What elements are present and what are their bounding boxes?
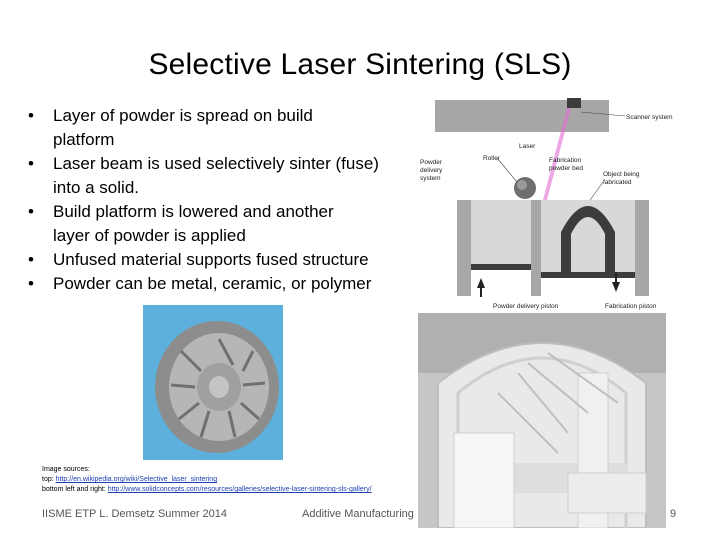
bullet-list: • Layer of powder is spread on build pla… [28, 104, 418, 296]
fabricated-object [561, 206, 615, 272]
powder-piston-label: Powder delivery piston [493, 303, 559, 310]
label-line: Powder [420, 159, 443, 166]
machine-block [453, 432, 515, 528]
credits-bottom-link[interactable]: http://www.solidconcepts.com/resources/g… [107, 486, 372, 493]
powder-delivery-label: Powder delivery system [420, 159, 444, 182]
machine-struts [497, 352, 619, 454]
fan-hub-center [209, 376, 229, 398]
fabrication-piston-label: Fabrication piston [605, 303, 657, 310]
scanner-pointer [580, 111, 626, 117]
powder-piston-arrow [477, 278, 485, 288]
bullet-marker: • [28, 274, 34, 293]
fabrication-piston-arrow-shaft [615, 272, 617, 282]
bullet-line: Laser beam is used selectively sinter (f… [53, 154, 379, 173]
label-line: fabricated [603, 179, 632, 186]
page-number: 9 [670, 508, 677, 520]
fabrication-piston [541, 272, 635, 278]
bullet-line: Unfused material supports fused structur… [53, 250, 369, 269]
laser-label: Laser [519, 143, 536, 150]
credits-top-line: top: http://en.wikipedia.org/wiki/Select… [42, 475, 442, 485]
left-wall [457, 200, 471, 296]
bullet-line: layer of powder is applied [53, 226, 246, 245]
scanner-label: Scanner system [626, 114, 673, 121]
label-line: system [420, 175, 441, 182]
sls-fan-photo [143, 305, 283, 460]
fabrication-piston-arrow [612, 282, 620, 292]
sls-machine-photo [418, 313, 666, 528]
credits-bottom-line: bottom left and right: http://www.solidc… [42, 485, 442, 495]
label-line: powder bed [549, 165, 583, 172]
bullet-item: • Build platform is lowered and another … [28, 200, 418, 248]
credits-top-prefix: top: [42, 476, 56, 483]
bullet-line: Build platform is lowered and another [53, 202, 334, 221]
bullet-marker: • [28, 202, 34, 221]
roller-label: Roller [483, 155, 501, 162]
powder-reservoir [471, 200, 531, 264]
scanner-mirror [567, 98, 581, 108]
bullet-marker: • [28, 250, 34, 269]
label-line: Fabrication [549, 157, 582, 164]
credits-heading: Image sources: [42, 466, 90, 473]
footer-title: Additive Manufacturing [302, 508, 414, 520]
image-credits: Image sources: top: http://en.wikipedia.… [42, 465, 442, 495]
powder-piston [471, 264, 531, 270]
slide-title: Selective Laser Sintering (SLS) [148, 48, 572, 81]
fabrication-bed-label: Fabrication powder bed [549, 157, 583, 172]
bullet-line: Layer of powder is spread on build [53, 106, 313, 125]
roller-pointer [496, 157, 518, 183]
bullet-item: • Unfused material supports fused struct… [28, 248, 418, 272]
label-line: delivery [420, 167, 443, 174]
bullet-item: • Laser beam is used selectively sinter … [28, 152, 418, 200]
roller-highlight [517, 180, 527, 190]
sls-process-diagram: Scanner system Laser Roller Powder deliv… [420, 98, 673, 310]
middle-wall [531, 200, 541, 296]
laser-beam [543, 108, 571, 200]
object-label: Object being fabricated [603, 171, 641, 186]
bullet-marker: • [28, 106, 34, 125]
right-wall [635, 200, 649, 296]
bullet-line: Powder can be metal, ceramic, or polymer [53, 274, 372, 293]
credits-bottom-prefix: bottom left and right: [42, 486, 108, 493]
bullet-marker: • [28, 154, 34, 173]
bullet-item: • Powder can be metal, ceramic, or polym… [28, 272, 418, 296]
bullet-item: • Layer of powder is spread on build pla… [28, 104, 418, 152]
bullet-line: platform [53, 130, 115, 149]
credits-top-link[interactable]: http://en.wikipedia.org/wiki/Selective_l… [55, 476, 218, 483]
machine-panel [567, 472, 647, 514]
scanner-bar [435, 100, 609, 132]
machine-dome-rib [456, 356, 628, 528]
powder-piston-arrow-shaft [480, 287, 482, 297]
fan-blades [170, 338, 266, 438]
bullet-line: into a solid. [53, 178, 139, 197]
footer-author: IISME ETP L. Demsetz Summer 2014 [42, 508, 228, 520]
label-line: Object being [603, 171, 640, 178]
